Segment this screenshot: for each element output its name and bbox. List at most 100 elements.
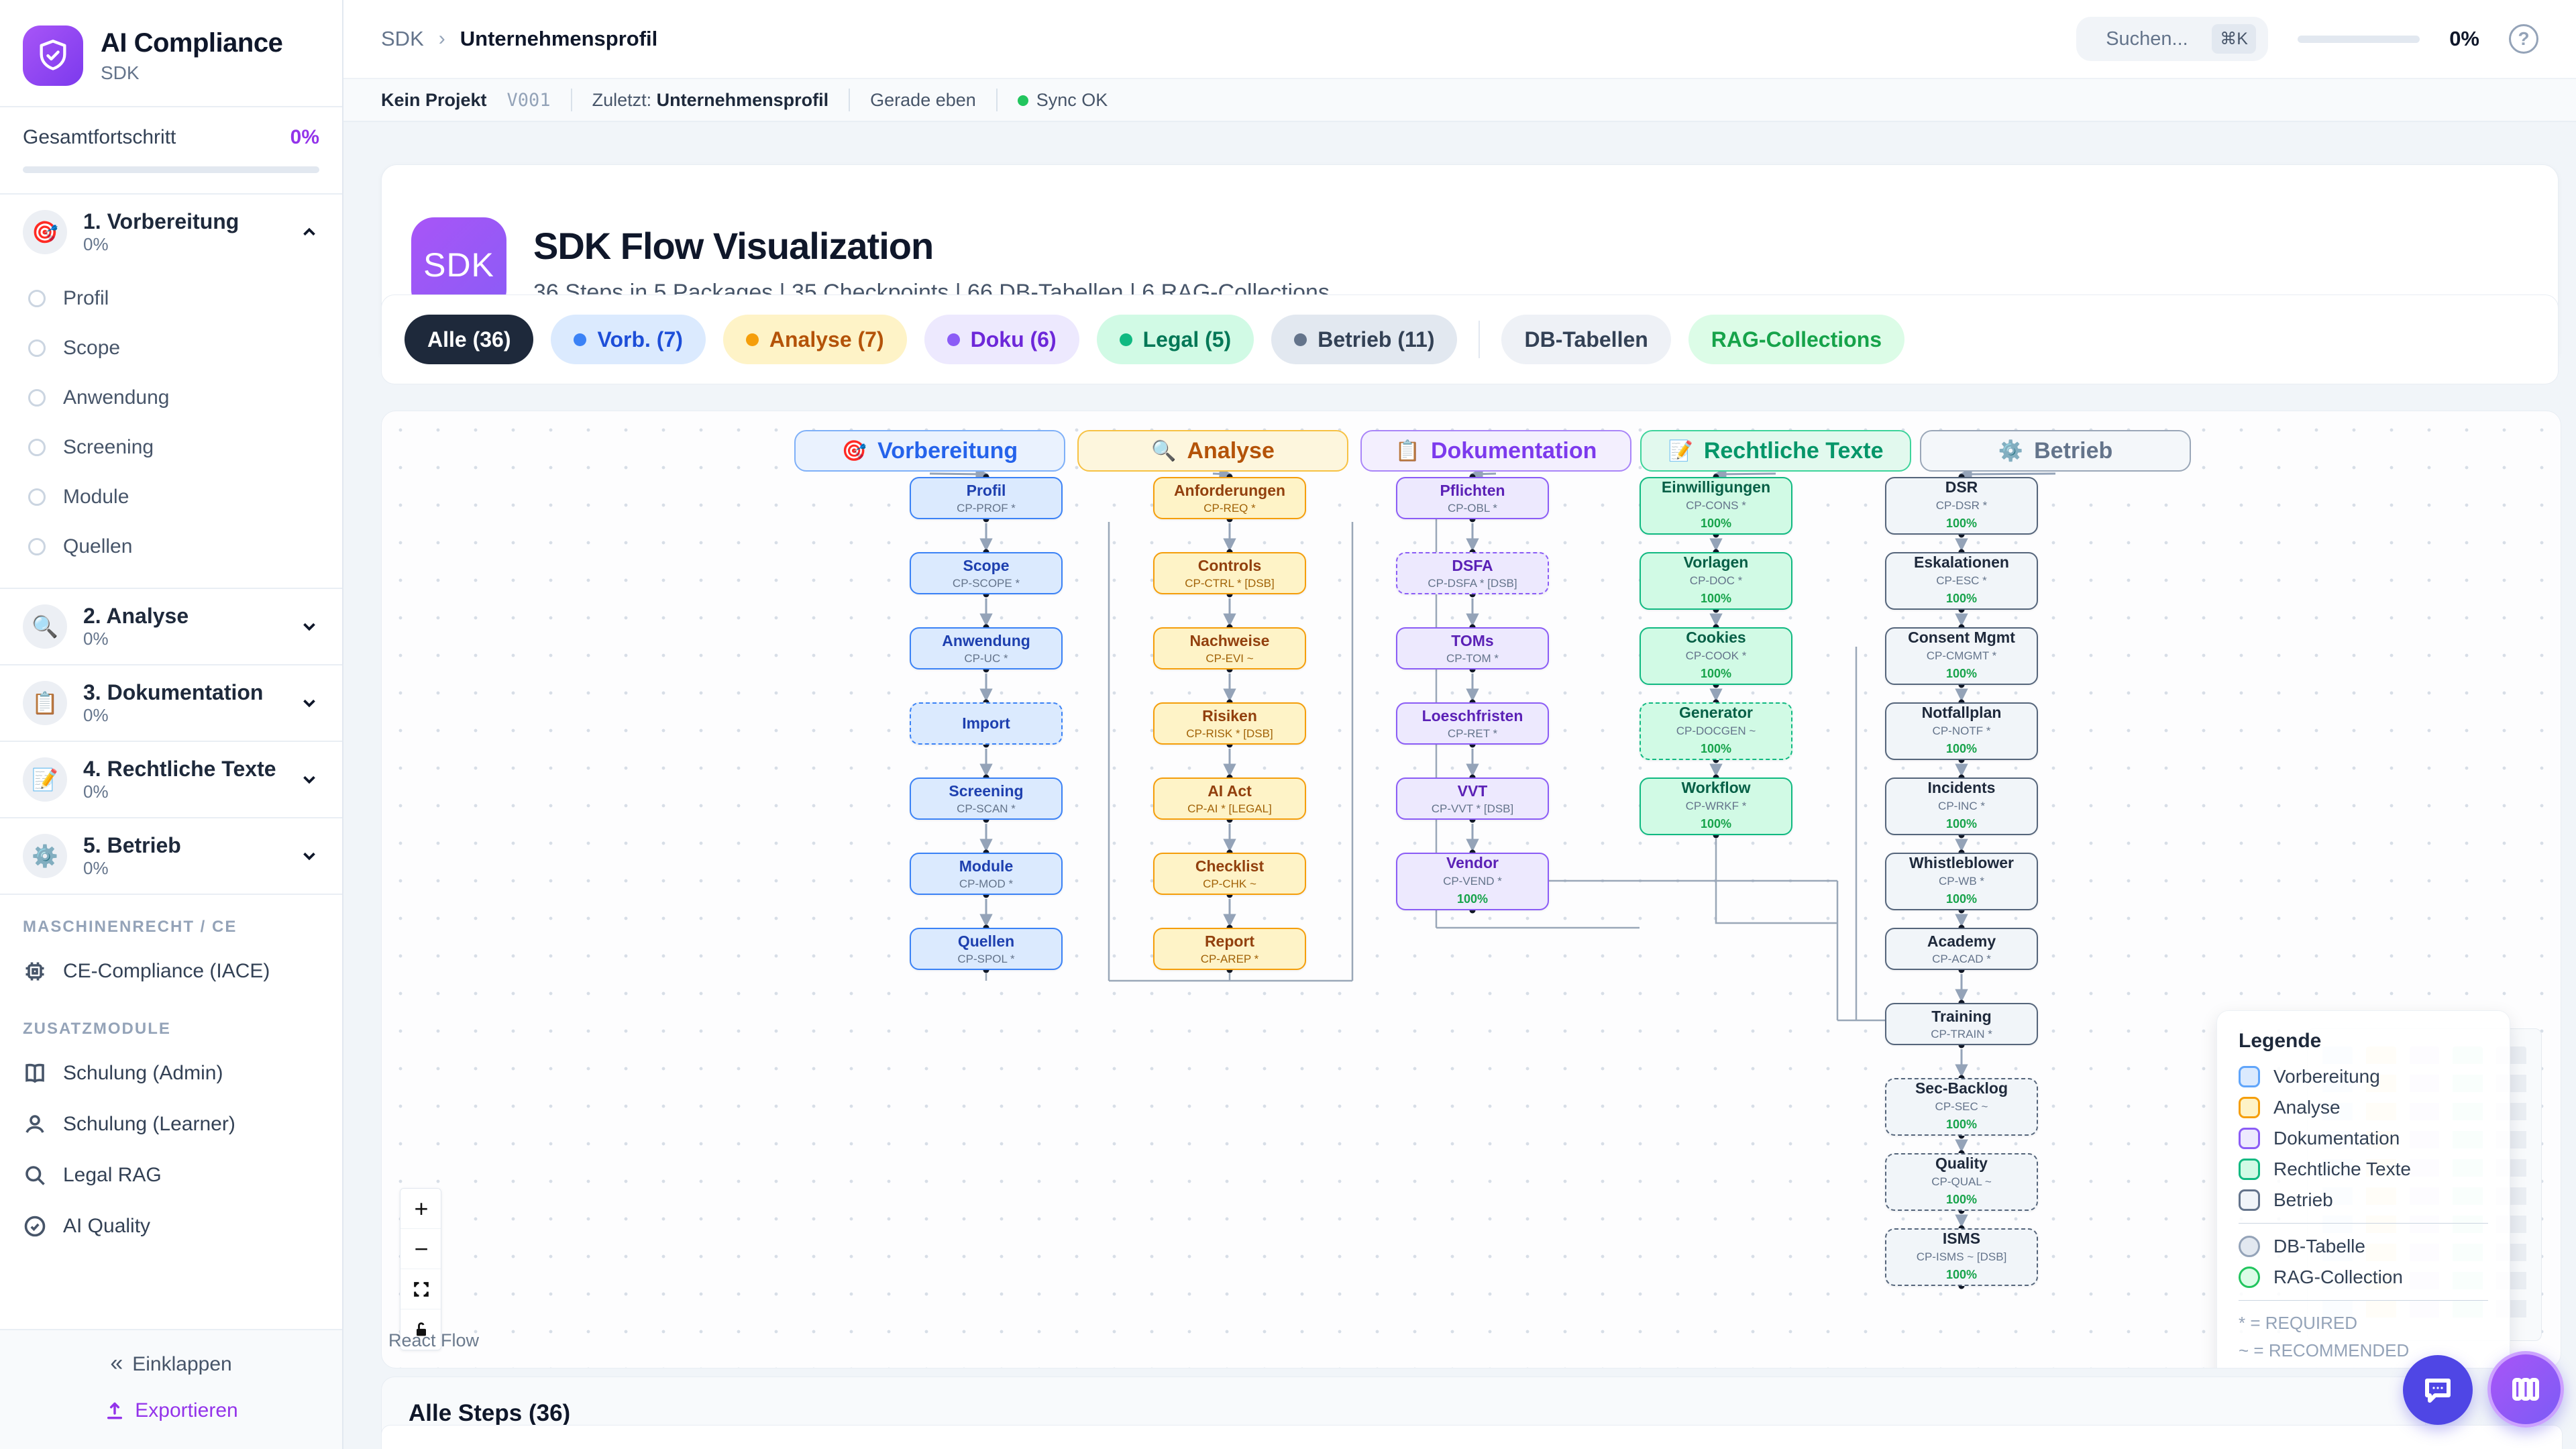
chat-fab-button[interactable] xyxy=(2403,1355,2473,1425)
search-box[interactable]: ⌘K xyxy=(2076,17,2269,61)
search-input[interactable] xyxy=(2106,28,2200,50)
columns-fab-button[interactable] xyxy=(2487,1351,2564,1428)
legend-swatch-violet xyxy=(2239,1128,2260,1149)
last-value: Unternehmensprofil xyxy=(656,89,829,110)
filter-betrieb[interactable]: Betrieb (11) xyxy=(1271,315,1458,364)
chevron-down-icon xyxy=(303,699,315,708)
sidebar-item-quellen[interactable]: Quellen xyxy=(0,522,342,572)
toggle-db-tabellen[interactable]: DB-Tabellen xyxy=(1501,315,1671,364)
breadcrumb-sdk[interactable]: SDK xyxy=(381,27,424,50)
sidebar-item-screening[interactable]: Screening xyxy=(0,423,342,472)
last-label: Zuletzt: xyxy=(592,89,652,110)
flow-package-header-analyse[interactable]: 🔍Analyse xyxy=(1077,430,1348,472)
flow-node-import[interactable]: Import xyxy=(910,702,1063,745)
step-circle-icon xyxy=(28,488,46,506)
toggle-rag-collections[interactable]: RAG-Collections xyxy=(1688,315,1905,364)
filter-alle[interactable]: Alle (36) xyxy=(405,315,534,364)
sidebar-item-schulung-learner[interactable]: Schulung (Learner) xyxy=(0,1099,342,1150)
collapse-sidebar-button[interactable]: «Einklappen xyxy=(110,1350,232,1376)
flow-package-header-betrieb[interactable]: ⚙️Betrieb xyxy=(1920,430,2191,472)
slate-dot-icon xyxy=(1294,333,1307,346)
zoom-out-button[interactable]: − xyxy=(400,1229,441,1269)
sidebar-item-module[interactable]: Module xyxy=(0,472,342,522)
last-saved-time: Gerade eben xyxy=(870,89,976,110)
sidebar-item-profil[interactable]: Profil xyxy=(0,274,342,323)
sidebar-item-legal-rag[interactable]: Legal RAG xyxy=(0,1150,342,1201)
sidebar-item-scope[interactable]: Scope xyxy=(0,323,342,373)
flow-package-header-vorbereitung[interactable]: 🎯Vorbereitung xyxy=(794,430,1065,472)
export-button[interactable]: Exportieren xyxy=(104,1399,238,1422)
gear-icon: ⚙️ xyxy=(23,834,67,878)
sidebar-item-ce-compliance[interactable]: CE-Compliance (IACE) xyxy=(0,946,342,997)
fit-view-button[interactable] xyxy=(400,1269,441,1309)
book-icon xyxy=(25,1063,44,1083)
filter-legal[interactable]: Legal (5) xyxy=(1096,315,1254,364)
help-icon[interactable]: ? xyxy=(2509,24,2538,54)
sidebar-item-ai-quality[interactable]: AI Quality xyxy=(0,1201,342,1252)
step-circle-icon xyxy=(28,389,46,407)
columns-icon xyxy=(2512,1378,2539,1401)
sidebar-item-schulung-admin[interactable]: Schulung (Admin) xyxy=(0,1048,342,1099)
flow-package-header-rechtliche-texte[interactable]: 📝Rechtliche Texte xyxy=(1640,430,1911,472)
sidebar-item-anwendung[interactable]: Anwendung xyxy=(0,373,342,423)
legend-panel: Legende Vorbereitung Analyse Dokumentati… xyxy=(2216,1010,2510,1368)
chevron-down-icon xyxy=(303,775,315,784)
filter-dokumentation[interactable]: Doku (6) xyxy=(924,315,1079,364)
sidebar: AI Compliance SDK Gesamtfortschritt 0% 🎯… xyxy=(0,0,343,1449)
zoom-in-button[interactable]: + xyxy=(400,1189,441,1229)
flow-package-header-dokumentation[interactable]: 📋Dokumentation xyxy=(1360,430,1631,472)
kbd-shortcut: ⌘K xyxy=(2212,24,2256,54)
legend-swatch-amber xyxy=(2239,1097,2260,1118)
lock-button[interactable] xyxy=(400,1309,441,1350)
project-status: Kein Projekt xyxy=(381,89,487,110)
top-header: SDK › Unternehmensprofil ⌘K 0% ? xyxy=(343,0,2576,79)
version-badge: V001 xyxy=(506,89,551,111)
header-progress-bar xyxy=(2298,35,2420,43)
magnifier-icon: 🔍 xyxy=(23,604,67,649)
filter-analyse[interactable]: Analyse (7) xyxy=(722,315,907,364)
filter-vorbereitung[interactable]: Vorb. (7) xyxy=(551,315,706,364)
section-label: 1. Vorbereitung xyxy=(83,209,239,233)
